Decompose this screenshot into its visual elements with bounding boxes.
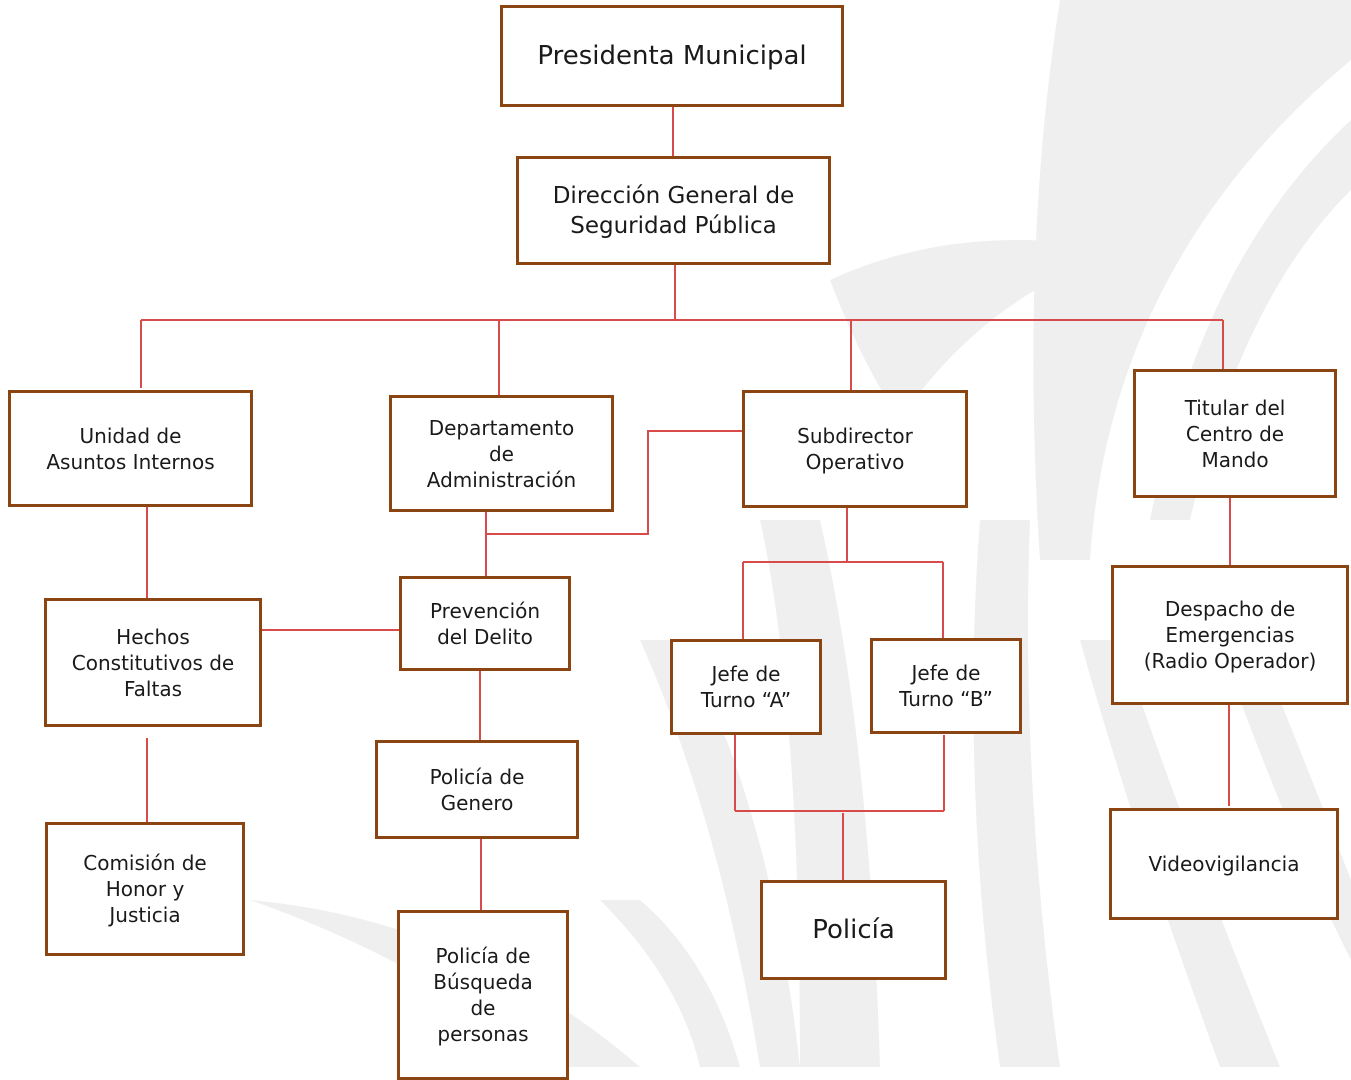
node-label: Dirección General de Seguridad Pública — [552, 182, 795, 239]
node-policia-busqueda: Policía de Búsqueda de personas — [397, 910, 569, 1080]
node-label: Hechos Constitutivos de Faltas — [71, 624, 235, 701]
node-label: Prevención del Delito — [429, 598, 541, 649]
node-departamento-administracion: Departamento de Administración — [389, 395, 614, 512]
node-label: Videovigilancia — [1148, 852, 1300, 876]
node-label: Jefe de Turno “A” — [700, 662, 792, 712]
node-label: Departamento de Administración — [426, 415, 577, 492]
node-presidenta-municipal: Presidenta Municipal — [500, 5, 844, 107]
node-policia-genero: Policía de Genero — [375, 740, 579, 839]
node-direccion-general: Dirección General de Seguridad Pública — [516, 156, 831, 265]
node-despacho-emergencias: Despacho de Emergencias (Radio Operador) — [1111, 565, 1349, 705]
node-label: Policía — [812, 915, 895, 945]
node-comision-honor-justicia: Comisión de Honor y Justicia — [45, 822, 245, 956]
node-subdirector-operativo: Subdirector Operativo — [742, 390, 968, 508]
node-jefe-turno-b: Jefe de Turno “B” — [870, 638, 1022, 734]
node-label: Policía de Genero — [429, 764, 525, 815]
node-hechos-constitutivos: Hechos Constitutivos de Faltas — [44, 598, 262, 727]
node-label: Subdirector Operativo — [797, 424, 913, 474]
node-policia: Policía — [760, 880, 947, 980]
node-prevencion-delito: Prevención del Delito — [399, 576, 571, 671]
node-titular-centro-mando: Titular del Centro de Mando — [1133, 369, 1337, 498]
node-label: Policía de Búsqueda de personas — [433, 944, 533, 1046]
node-label: Comisión de Honor y Justicia — [83, 851, 207, 927]
node-label: Titular del Centro de Mando — [1184, 395, 1286, 472]
node-label: Despacho de Emergencias (Radio Operador) — [1143, 597, 1317, 673]
node-videovigilancia: Videovigilancia — [1109, 808, 1339, 920]
node-jefe-turno-a: Jefe de Turno “A” — [670, 639, 822, 735]
node-label: Unidad de Asuntos Internos — [46, 423, 215, 474]
node-label: Jefe de Turno “B” — [899, 661, 993, 711]
node-unidad-asuntos-internos: Unidad de Asuntos Internos — [8, 390, 253, 507]
node-label: Presidenta Municipal — [537, 41, 807, 71]
